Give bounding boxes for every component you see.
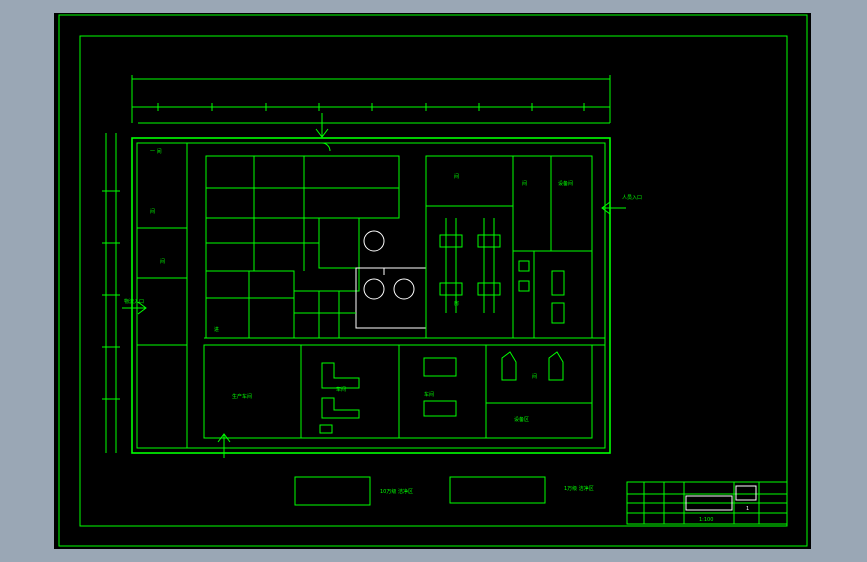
room-label-8: 设备区 (514, 416, 529, 423)
legend-class-100k-swatch (294, 476, 371, 506)
entrance-label-right: 人员入口 (622, 195, 642, 201)
room-label-10: 间 (522, 180, 527, 187)
room-label-13: 进 (214, 326, 219, 333)
legend-class-10k-swatch (449, 476, 546, 504)
cad-viewport[interactable]: 一 间 间 间 生产车间 车间 车间 间 设备区 间 间 设备间 房 人员入口 … (54, 13, 811, 549)
room-label-11: 设备间 (558, 180, 573, 187)
floor-plan-drawing: 一 间 间 间 生产车间 车间 车间 间 设备区 间 间 设备间 房 人员入口 … (58, 14, 808, 547)
legend-class-100k-label: 10万级 洁净区 (380, 488, 413, 495)
entrance-label-left: 物流入口 (124, 298, 144, 305)
room-label-4: 生产车间 (232, 393, 252, 400)
dimension-lines (102, 75, 611, 453)
room-label-9: 间 (454, 173, 459, 180)
room-label-12: 房 (454, 300, 459, 307)
room-label-2: 间 (150, 208, 155, 215)
room-labels: 一 间 间 间 生产车间 车间 车间 间 设备区 间 间 设备间 房 人员入口 … (124, 148, 642, 423)
legend: 10万级 洁净区 1万级 洁净区 (294, 476, 594, 506)
title-block: 1 1:100 (626, 481, 788, 525)
title-block-scale: 1:100 (699, 517, 713, 523)
door-arrows (122, 113, 626, 458)
room-label-7: 间 (532, 373, 537, 380)
room-label-1: 一 间 (150, 148, 162, 155)
upper-rooms (205, 155, 593, 339)
class-100k-zone (205, 155, 400, 292)
title-block-code: 1 (746, 506, 749, 512)
legend-class-10k-label: 1万级 洁净区 (564, 485, 594, 492)
outer-frame (58, 14, 808, 547)
lower-rooms (203, 344, 593, 439)
class-10k-zone (355, 230, 427, 329)
inner-frame (79, 35, 788, 527)
room-label-3: 间 (160, 258, 165, 265)
room-label-6: 车间 (424, 391, 434, 398)
room-label-5: 车间 (336, 386, 346, 393)
